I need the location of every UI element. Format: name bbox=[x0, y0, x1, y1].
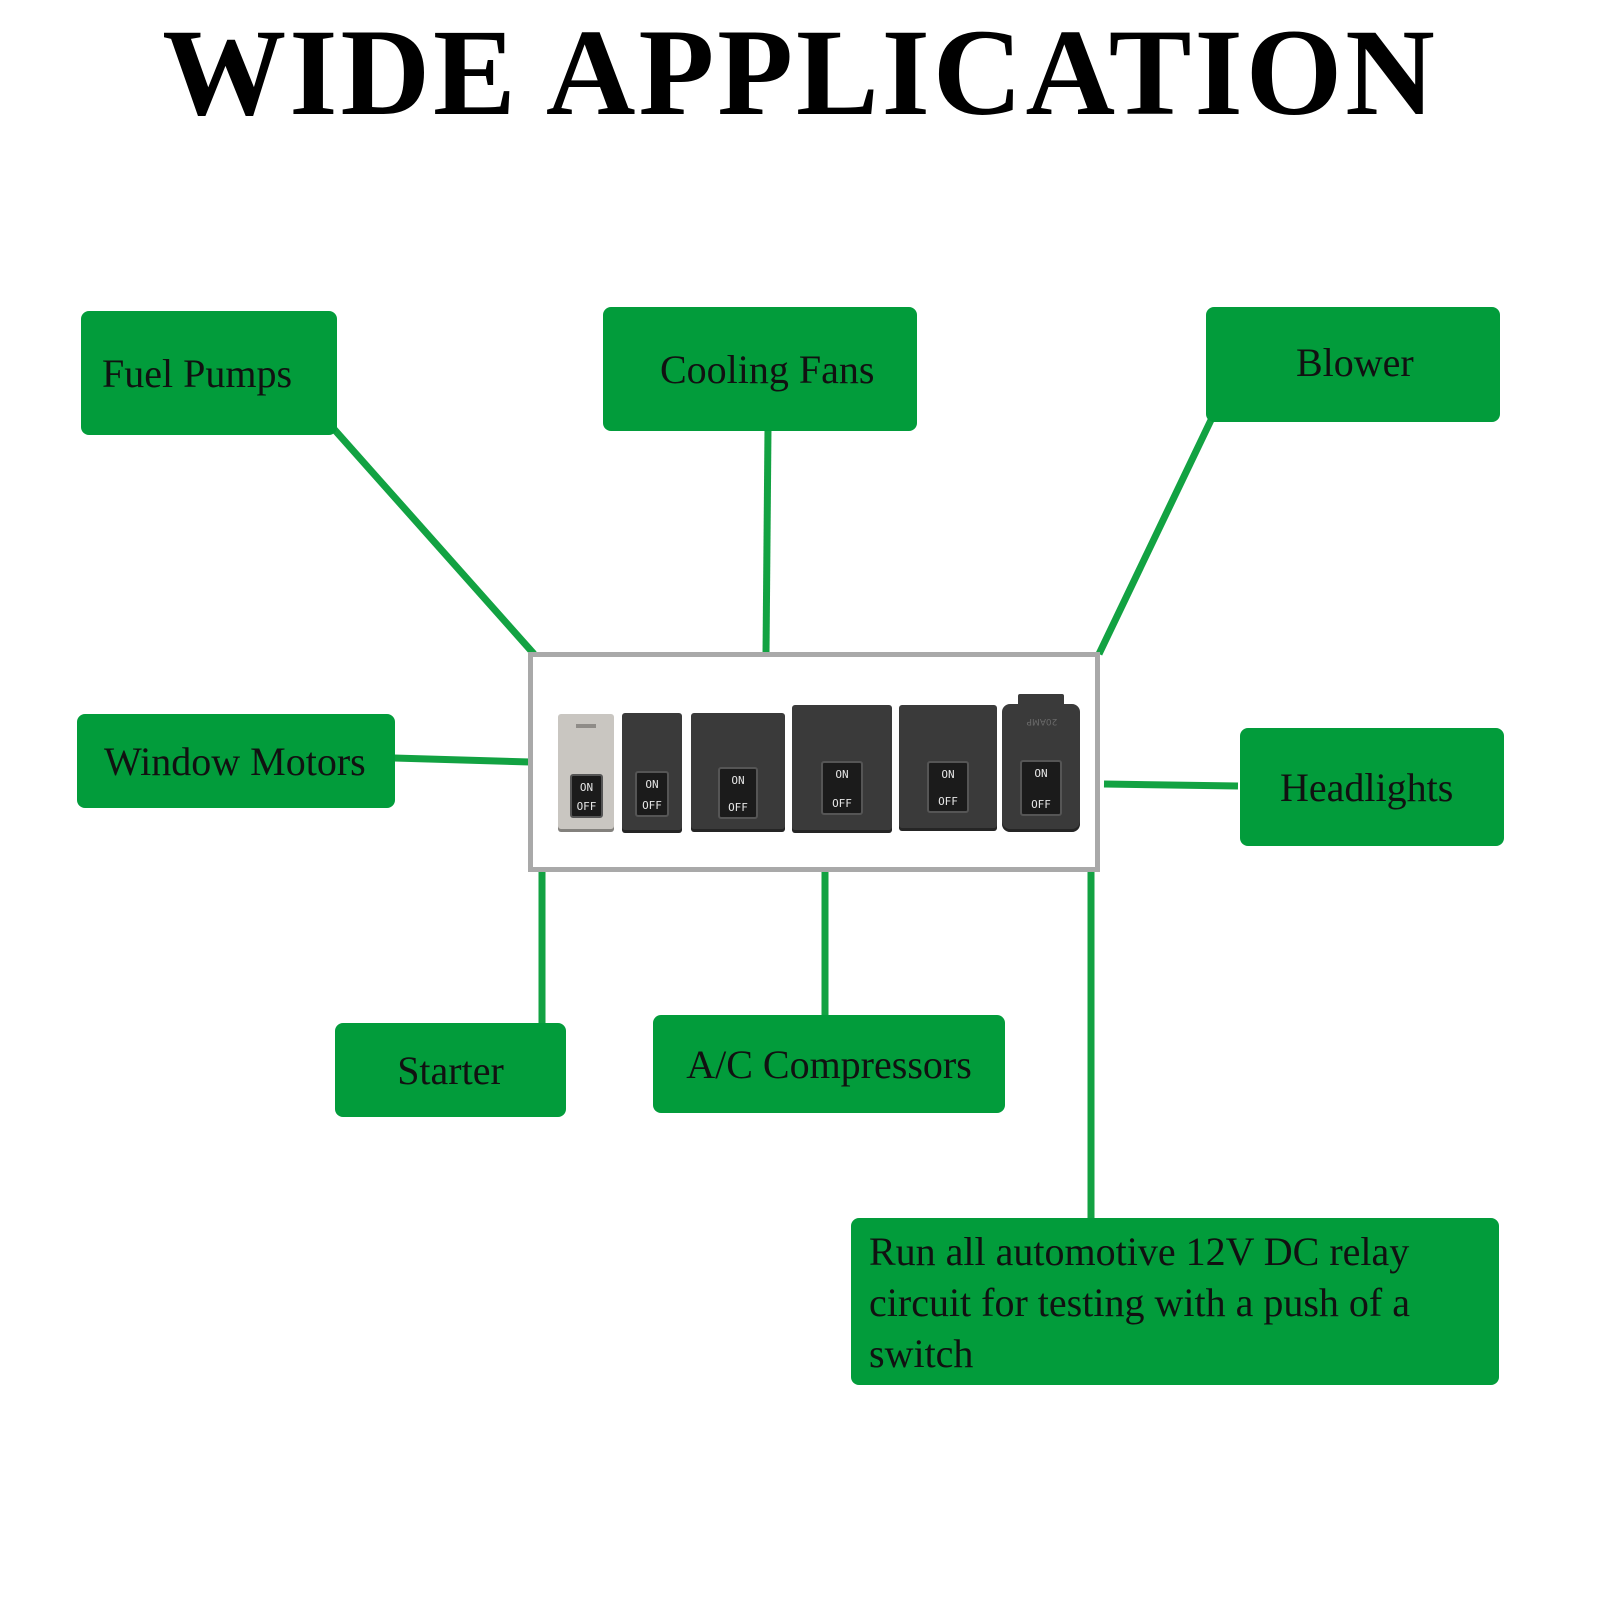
relay-2-off-label: OFF bbox=[642, 799, 662, 812]
relay-2: ON OFF bbox=[622, 713, 682, 833]
connector-fuel-pumps bbox=[330, 425, 537, 657]
relay-6-on-label: ON bbox=[1034, 767, 1048, 780]
connector-cooling-fans bbox=[762, 427, 772, 655]
relay-3-on-label: ON bbox=[731, 774, 745, 787]
relay-1: ON OFF bbox=[558, 714, 614, 832]
connector-window-motors bbox=[393, 754, 531, 766]
relay-5-on-label: ON bbox=[941, 768, 955, 781]
description-text: Run all automotive 12V DC relay circuit … bbox=[869, 1229, 1410, 1376]
headlights-box: Headlights bbox=[1240, 728, 1504, 846]
connector-headlights bbox=[1103, 780, 1239, 790]
relay-6-marking: 20AMP bbox=[1026, 716, 1058, 726]
relay-4-rocker-switch: ON OFF bbox=[821, 761, 863, 815]
relay-3: ON OFF bbox=[691, 713, 785, 832]
relay-1-on-label: ON bbox=[579, 781, 594, 794]
starter-box: Starter bbox=[335, 1023, 566, 1117]
relay-3-rocker-switch: ON OFF bbox=[718, 767, 758, 819]
description-box: Run all automotive 12V DC relay circuit … bbox=[851, 1218, 1499, 1385]
ac-compressors-box: A/C Compressors bbox=[653, 1015, 1005, 1113]
relay-3-off-label: OFF bbox=[728, 801, 748, 814]
relay-1-slot bbox=[576, 724, 596, 728]
relay-4-off-label: OFF bbox=[832, 797, 852, 810]
relay-6: 20AMP ON OFF bbox=[1002, 694, 1080, 832]
fuel-pumps-label: Fuel Pumps bbox=[102, 350, 293, 396]
relay-5-rocker-switch: ON OFF bbox=[927, 761, 969, 813]
relay-5: ON OFF bbox=[899, 705, 997, 831]
relay-4: ON OFF bbox=[792, 705, 892, 833]
fuel-pumps-box: Fuel Pumps bbox=[81, 311, 337, 435]
relay-5-off-label: OFF bbox=[938, 795, 958, 808]
relay-6-mounting-tab bbox=[1018, 694, 1064, 708]
window-motors-label: Window Motors bbox=[104, 738, 366, 784]
headlights-label: Headlights bbox=[1280, 764, 1454, 810]
connector-blower bbox=[1095, 418, 1215, 656]
cooling-fans-label: Cooling Fans bbox=[660, 346, 875, 392]
relay-1-rocker-switch: ON OFF bbox=[570, 774, 603, 818]
relay-product-image: ON OFF ON OFF ON OFF ON OFF ON OFF 20AMP bbox=[528, 652, 1100, 872]
blower-box: Blower bbox=[1206, 307, 1500, 422]
relay-4-on-label: ON bbox=[835, 768, 849, 781]
cooling-fans-box: Cooling Fans bbox=[603, 307, 917, 431]
starter-label: Starter bbox=[397, 1047, 504, 1093]
blower-label: Blower bbox=[1296, 340, 1414, 385]
page-title: WIDE APPLICATION bbox=[162, 4, 1438, 141]
ac-compressors-label: A/C Compressors bbox=[686, 1041, 972, 1087]
relay-6-off-label: OFF bbox=[1031, 798, 1051, 811]
relay-1-off-label: OFF bbox=[576, 800, 597, 813]
relay-6-rocker-switch: ON OFF bbox=[1020, 760, 1062, 816]
window-motors-box: Window Motors bbox=[77, 714, 395, 808]
relay-2-on-label: ON bbox=[645, 778, 659, 791]
relay-2-rocker-switch: ON OFF bbox=[635, 771, 669, 817]
